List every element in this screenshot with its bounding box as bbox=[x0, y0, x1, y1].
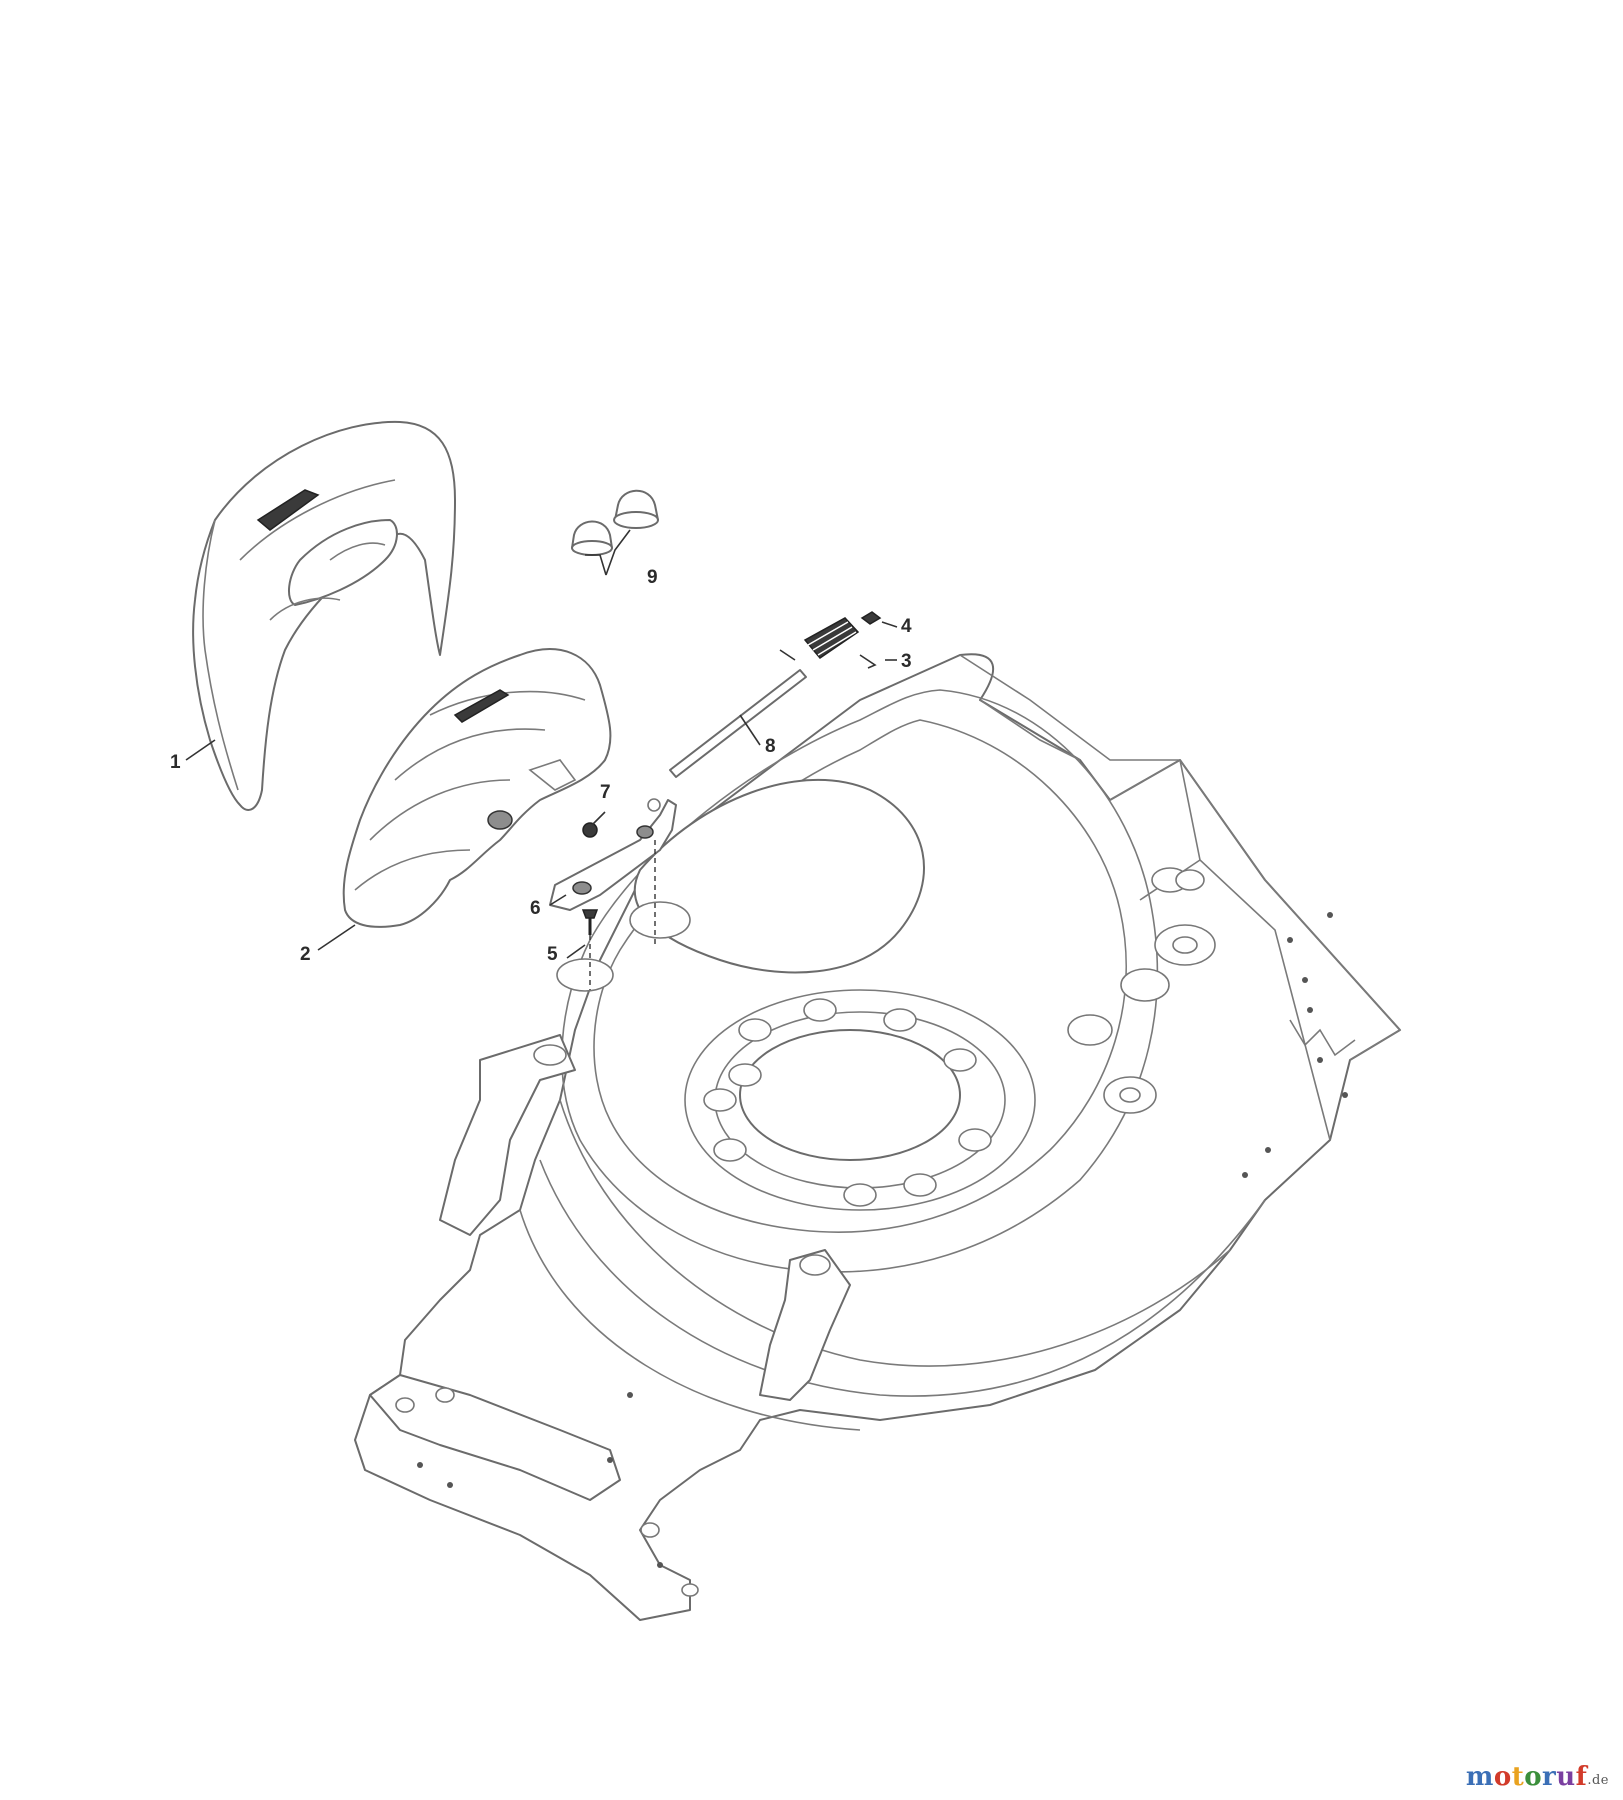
callout-5: 5 bbox=[547, 944, 558, 965]
watermark-letter: f bbox=[1575, 1762, 1588, 1792]
rear-cover-part-1 bbox=[192, 420, 456, 811]
callout-6: 6 bbox=[530, 898, 541, 919]
cap-part-9 bbox=[571, 489, 659, 556]
deck-boss bbox=[1067, 867, 1216, 1114]
rear-flap-part-2 bbox=[342, 648, 612, 928]
callout-8: 8 bbox=[765, 736, 776, 757]
callout-9: 9 bbox=[647, 567, 658, 588]
callout-1: 1 bbox=[170, 752, 181, 773]
callout-2: 2 bbox=[300, 944, 311, 965]
watermark-suffix: .de bbox=[1587, 1773, 1609, 1788]
mower-deck bbox=[354, 653, 1402, 1621]
watermark-letter: m bbox=[1465, 1762, 1494, 1792]
watermark-letter: o bbox=[1493, 1762, 1512, 1792]
callout-7: 7 bbox=[600, 782, 611, 803]
watermark-text: motoruf bbox=[1466, 1762, 1588, 1792]
watermark-letter: t bbox=[1511, 1762, 1525, 1792]
bracket-part-6 bbox=[549, 798, 677, 911]
watermark-logo: motoruf.de bbox=[1466, 1762, 1609, 1792]
callout-4: 4 bbox=[901, 616, 912, 637]
torsion-spring-part-3 bbox=[779, 617, 877, 669]
watermark-letter: u bbox=[1556, 1762, 1576, 1792]
nut-part-7 bbox=[582, 822, 598, 838]
watermark-letter: r bbox=[1542, 1762, 1557, 1792]
leader-lines bbox=[185, 529, 898, 959]
motor-mount-ring bbox=[684, 989, 1036, 1211]
callout-3: 3 bbox=[901, 651, 912, 672]
watermark-letter: o bbox=[1524, 1762, 1543, 1792]
screw-part-5 bbox=[581, 909, 599, 935]
clip-part-4 bbox=[860, 611, 882, 625]
hinge-rod-part-8 bbox=[669, 611, 882, 778]
